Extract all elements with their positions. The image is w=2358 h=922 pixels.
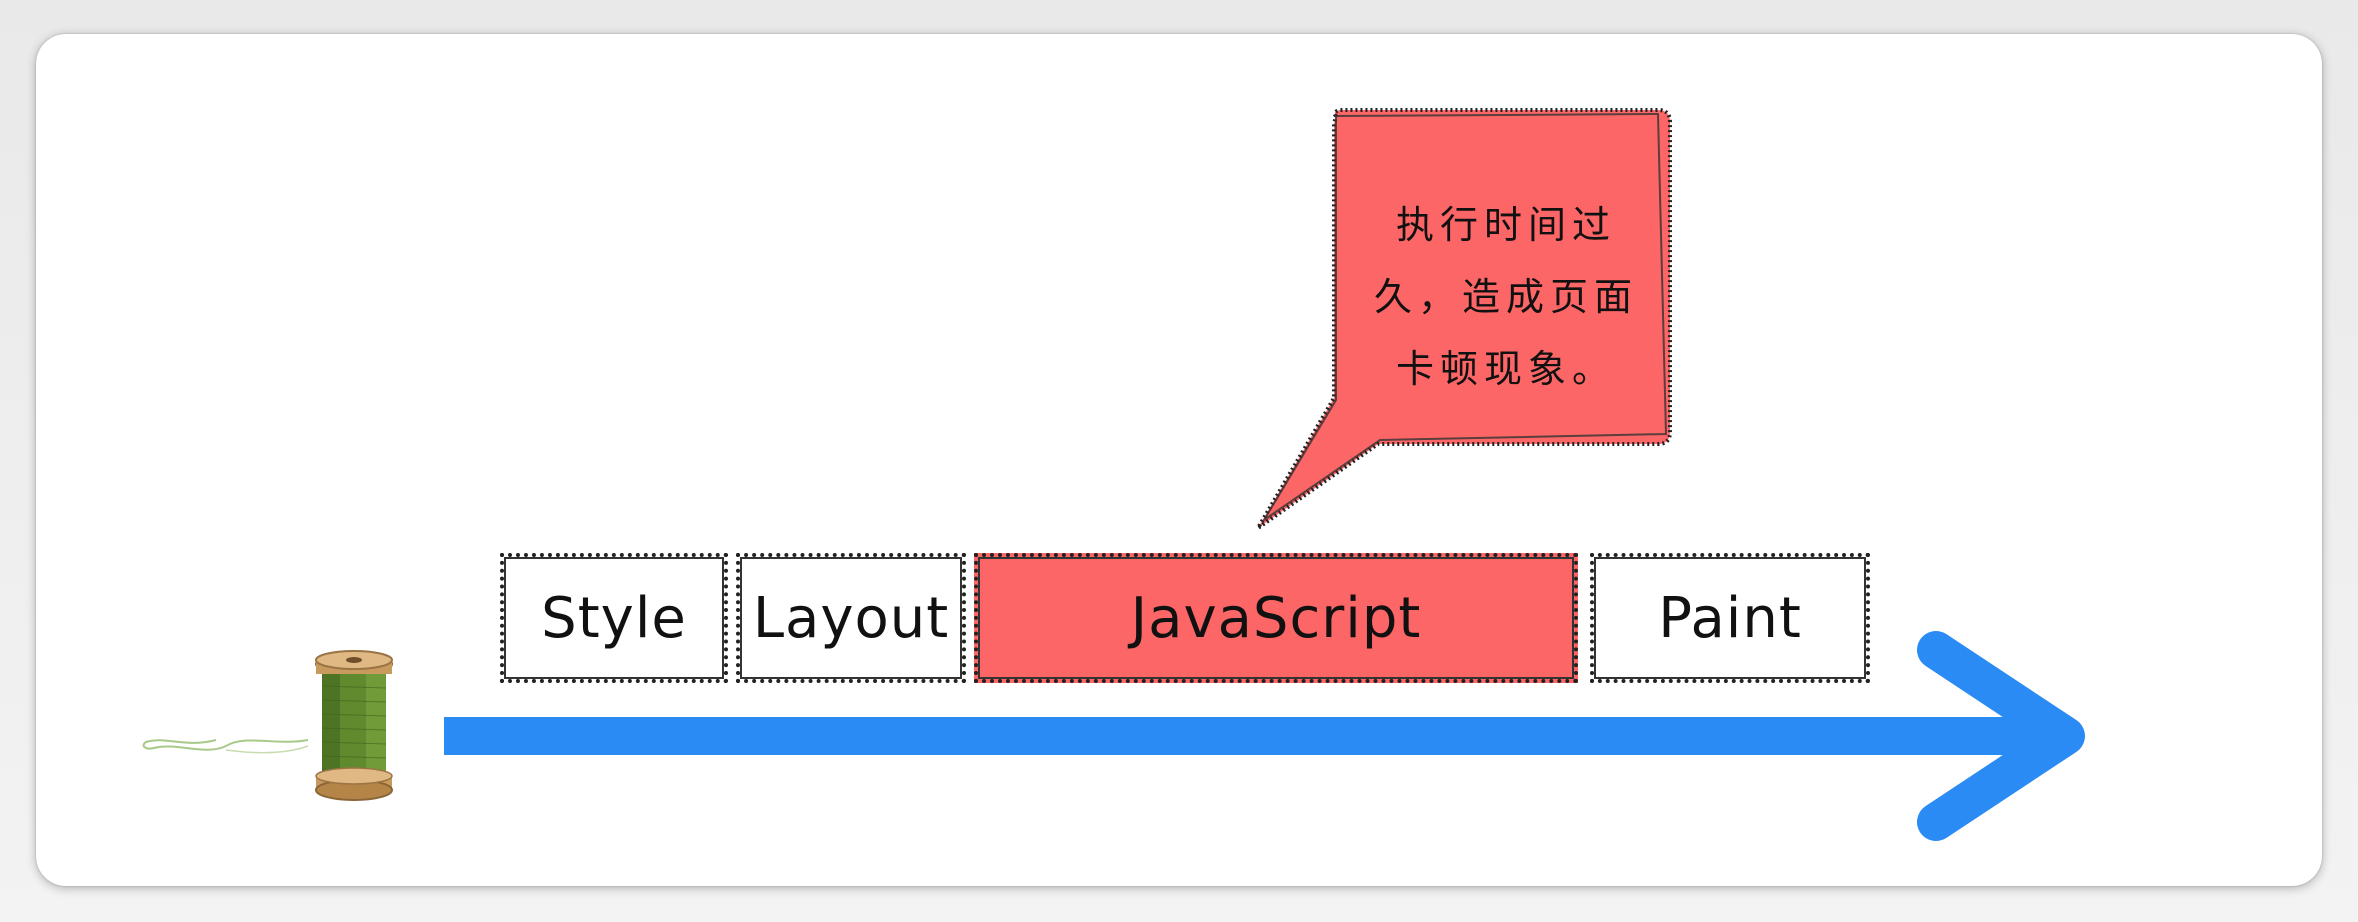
callout-text: 执行时间过 久，造成页面 卡顿现象。 xyxy=(1336,189,1676,405)
task-box-javascript: JavaScript xyxy=(974,553,1578,683)
task-box-layout: Layout xyxy=(736,553,966,683)
diagram-card: Style Layout JavaScript Paint 执行时间过 久，造成… xyxy=(36,34,2322,886)
task-label-paint: Paint xyxy=(1658,585,1802,651)
thread-spool-icon xyxy=(142,650,393,801)
callout-line-1: 执行时间过 xyxy=(1395,203,1616,247)
task-label-style: Style xyxy=(541,585,687,651)
callout-bubble xyxy=(1256,108,1672,530)
task-label-javascript: JavaScript xyxy=(1130,585,1422,651)
task-box-style: Style xyxy=(500,553,728,683)
task-label-layout: Layout xyxy=(752,585,950,651)
task-box-paint: Paint xyxy=(1590,553,1870,683)
callout-line-3: 卡顿现象。 xyxy=(1395,347,1616,391)
callout-line-2: 久，造成页面 xyxy=(1373,275,1638,319)
timeline-arrow-icon xyxy=(444,631,2085,841)
diagram-canvas xyxy=(142,108,2085,841)
